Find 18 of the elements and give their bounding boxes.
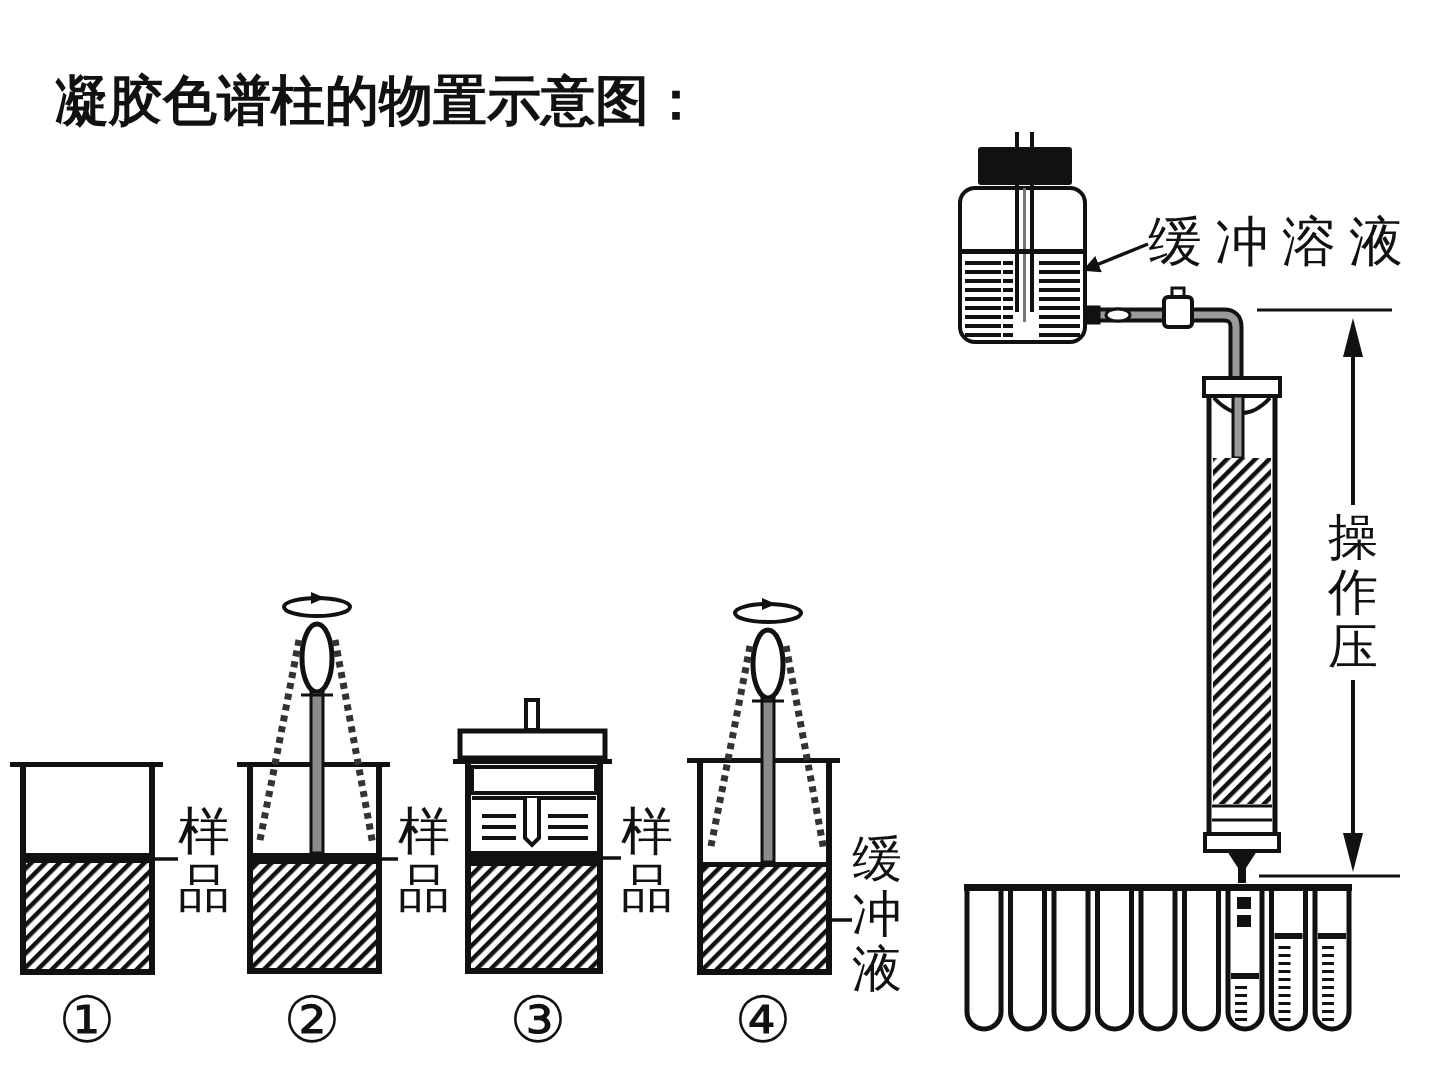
callout-text: 样品 bbox=[621, 803, 673, 918]
callout-text: 样品 bbox=[398, 803, 450, 918]
step-number: ② bbox=[282, 988, 342, 1052]
leader-line bbox=[1082, 242, 1149, 273]
step-number: ④ bbox=[733, 988, 793, 1052]
leader-line bbox=[155, 857, 178, 861]
step-number: ① bbox=[57, 988, 117, 1052]
leader-line bbox=[382, 857, 398, 861]
dimension-label: 操作压 bbox=[1328, 510, 1378, 675]
gel-bed bbox=[697, 862, 832, 975]
title: 凝胶色谱柱的物置示意图： bbox=[55, 68, 703, 133]
leader-line bbox=[603, 856, 621, 860]
step-number: ③ bbox=[508, 988, 568, 1052]
buffer-liquid bbox=[961, 249, 1084, 340]
callout-text: 缓冲液 bbox=[852, 832, 902, 997]
leader-line bbox=[832, 918, 852, 922]
callout-text: 缓冲溶液 bbox=[1148, 212, 1416, 272]
callout-text: 样品 bbox=[178, 803, 230, 918]
